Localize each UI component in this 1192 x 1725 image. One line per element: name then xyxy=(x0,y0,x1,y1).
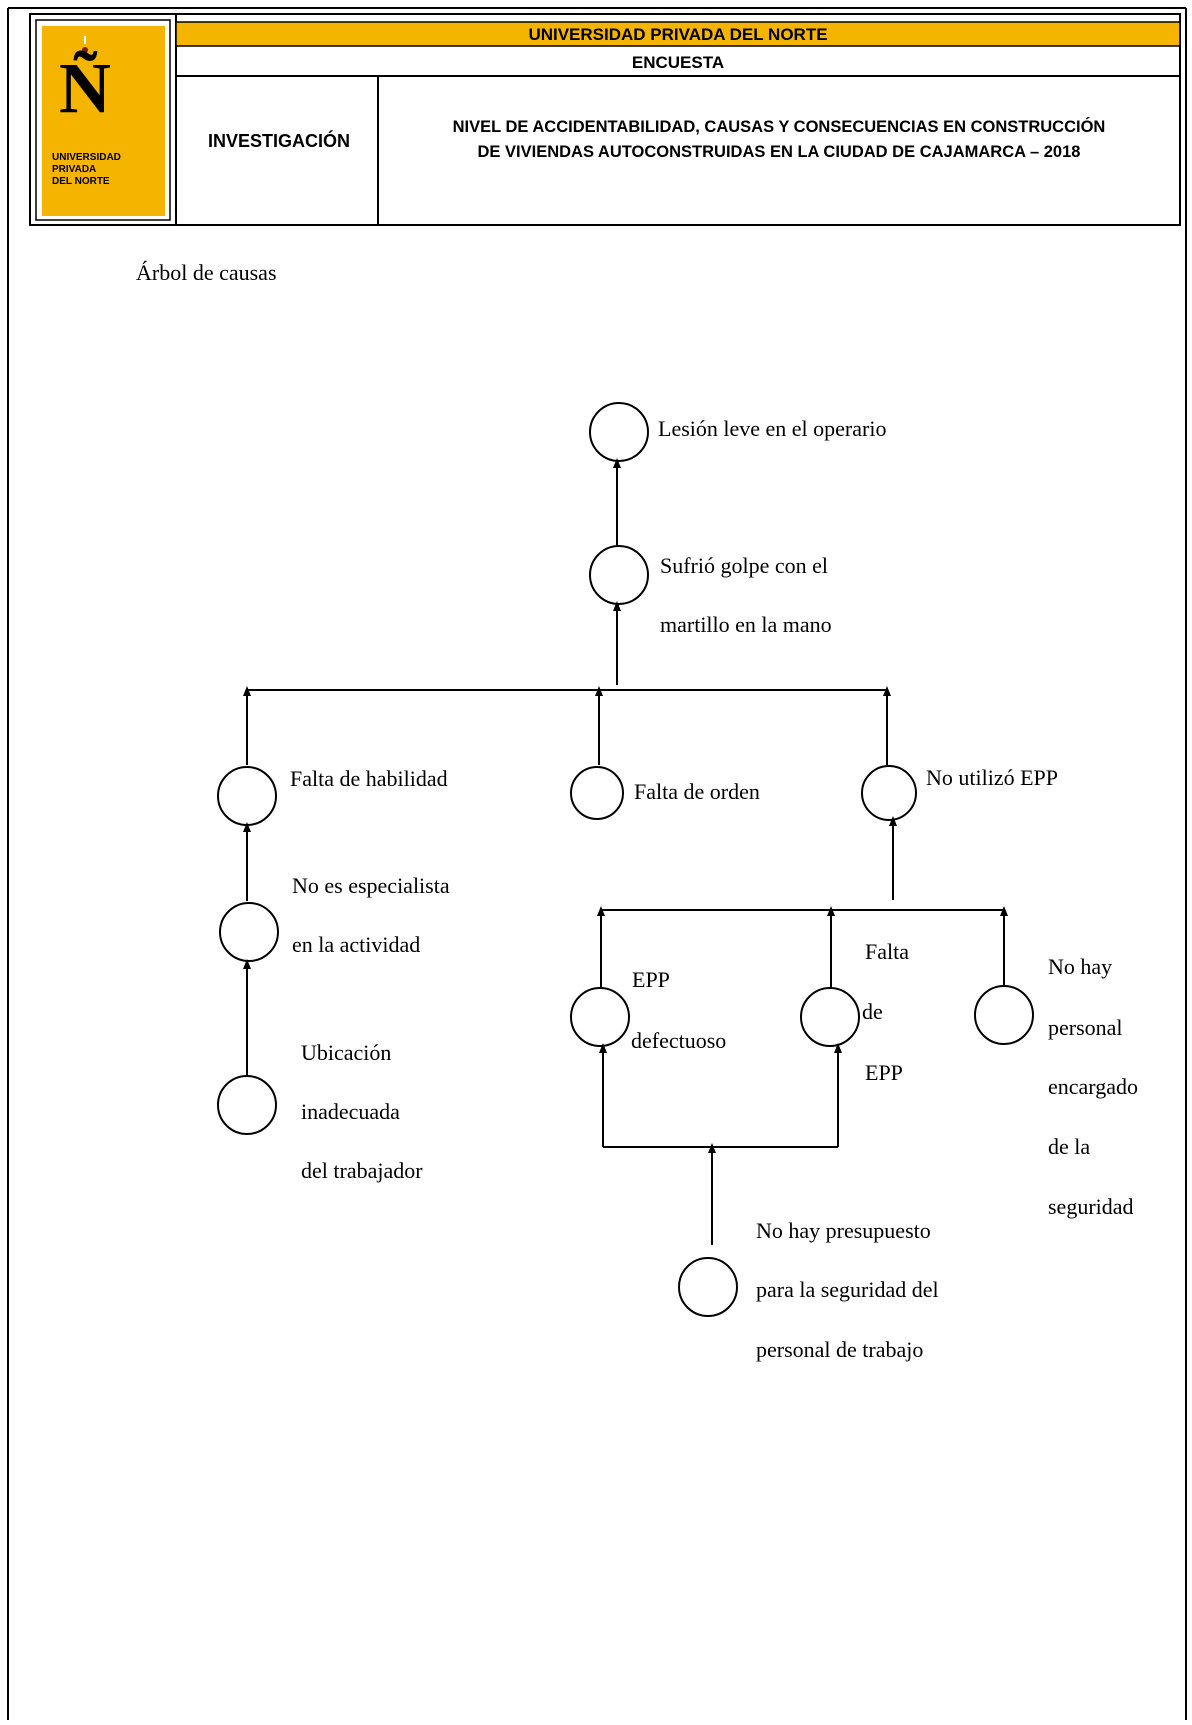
node-habilidad xyxy=(217,766,277,826)
label-ubicacion-1: Ubicación xyxy=(301,1040,391,1065)
node-personal xyxy=(974,985,1034,1045)
label-presupuesto-1: No hay presupuesto xyxy=(756,1218,931,1243)
label-ubicacion-2: inadecuada xyxy=(301,1099,400,1124)
logo-letter: Ñ xyxy=(59,48,111,128)
node-ubicacion xyxy=(217,1075,277,1135)
project-title-line2: DE VIVIENDAS AUTOCONSTRUIDAS EN LA CIUDA… xyxy=(478,143,1081,161)
node-lesion xyxy=(589,402,649,462)
label-epp-defectuoso-2: defectuoso xyxy=(631,1028,726,1053)
label-personal-3: encargado xyxy=(1048,1074,1138,1099)
label-ubicacion-3: del trabajador xyxy=(301,1158,423,1183)
label-presupuesto-2: para la seguridad del xyxy=(756,1277,939,1302)
label-golpe-1: Sufrió golpe con el xyxy=(660,553,828,578)
label-epp-defectuoso-1: EPP xyxy=(632,967,670,992)
logo-line1: UNIVERSIDAD xyxy=(52,152,121,163)
label-especialista-2: en la actividad xyxy=(292,932,420,957)
cause-tree xyxy=(217,402,1034,1317)
project-title-line1: NIVEL DE ACCIDENTABILIDAD, CAUSAS Y CONS… xyxy=(453,117,1106,136)
category-label: INVESTIGACIÓN xyxy=(208,130,350,151)
label-presupuesto-3: personal de trabajo xyxy=(756,1337,923,1362)
label-golpe-2: martillo en la mano xyxy=(660,612,832,637)
node-especialista xyxy=(219,902,279,962)
label-lesion: Lesión leve en el operario xyxy=(658,416,886,441)
university-logo: Ñ UNIVERSIDAD PRIVADA DEL NORTE xyxy=(42,26,165,216)
section-title: Árbol de causas xyxy=(136,260,277,285)
label-falta-epp-1: Falta xyxy=(865,939,909,964)
node-falta-epp xyxy=(800,987,860,1047)
header-band xyxy=(175,21,1181,47)
node-presupuesto xyxy=(678,1257,738,1317)
logo-line3: DEL NORTE xyxy=(52,176,110,187)
node-epp-defectuoso xyxy=(570,987,630,1047)
label-personal-4: de la xyxy=(1048,1134,1090,1159)
label-epp-no: No utilizó EPP xyxy=(926,765,1058,790)
label-personal-1: No hay xyxy=(1048,954,1112,979)
node-golpe xyxy=(589,545,649,605)
label-habilidad: Falta de habilidad xyxy=(290,766,448,791)
label-personal-2: personal xyxy=(1048,1015,1123,1040)
page-border xyxy=(7,7,1187,1720)
university-name: UNIVERSIDAD PRIVADA DEL NORTE xyxy=(528,25,827,44)
logo-line2: PRIVADA xyxy=(52,164,96,175)
label-personal-5: seguridad xyxy=(1048,1194,1134,1219)
node-orden xyxy=(570,766,624,820)
label-especialista-1: No es especialista xyxy=(292,873,450,898)
label-orden: Falta de orden xyxy=(634,779,760,804)
doc-type: ENCUESTA xyxy=(632,53,724,72)
label-falta-epp-2: de xyxy=(862,999,883,1024)
node-epp-no xyxy=(861,765,917,821)
tree-labels: Lesión leve en el operario Sufrió golpe … xyxy=(290,416,1138,1362)
label-falta-epp-3: EPP xyxy=(865,1060,903,1085)
header-table: Ñ UNIVERSIDAD PRIVADA DEL NORTE UNIVERSI… xyxy=(29,13,1181,226)
